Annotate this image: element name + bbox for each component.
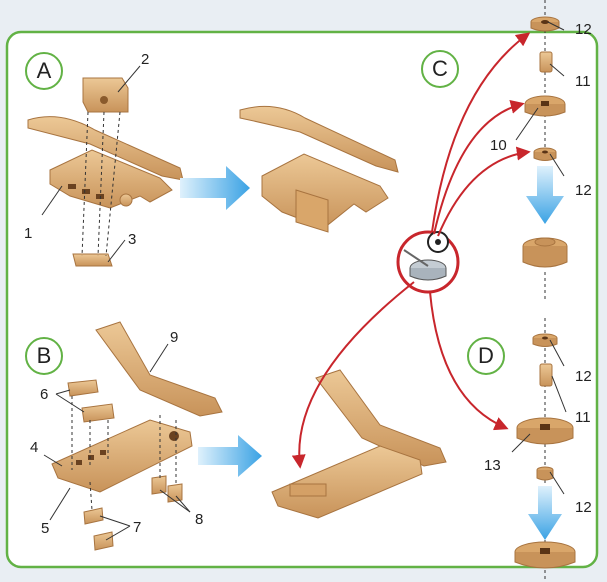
round-tip [119,193,133,207]
part-4-shape [51,419,193,493]
part-2-shape [82,77,129,113]
slot [100,450,106,455]
slot [82,189,90,194]
part-label-11-top: 11 [575,73,591,90]
part-label-6: 6 [40,386,49,403]
step-b-arrow [198,435,262,477]
step-c-arrow [526,166,564,224]
part-label-9: 9 [170,329,179,346]
result-a-base [261,153,389,229]
result-a-arm [239,105,399,173]
part-label-13: 13 [484,457,501,474]
part-arm-a [27,116,184,181]
part-label-11-d: 11 [575,409,591,426]
step-label-c: C [421,50,459,88]
glue-arrow-to-b [291,281,415,469]
part-9-shape [95,321,223,417]
part-7a [83,507,104,525]
part-11-d [539,363,553,387]
glue-arrow-to-10 [433,100,525,235]
step-label-b: B [25,337,63,375]
result-a-upright [295,189,329,233]
slot [68,184,76,189]
glue-arrow-to-12b [437,146,531,237]
gear-icon [427,231,449,253]
part-8b [167,483,183,503]
result-b-rail [289,483,327,497]
part-label-3: 3 [128,231,137,248]
glue-arrow-to-13 [429,291,509,431]
part-7b [93,531,114,551]
slot [76,460,82,465]
part-label-7: 7 [133,519,142,536]
part-label-10: 10 [490,137,507,154]
guide-line [89,481,93,511]
hole [169,431,179,441]
part-8a [151,475,167,495]
part-6b [81,403,115,423]
part-label-5: 5 [41,520,50,537]
part-3-shape [72,253,113,267]
step-d-arrow [528,486,562,540]
result-b-base [271,445,423,519]
result-b-arm [315,369,447,467]
step-label-d: D [467,337,505,375]
slot [88,455,94,460]
part-label-4: 4 [30,439,39,456]
guide-line [81,111,89,257]
step-b-parts [51,321,223,551]
step-a-arrow [180,166,250,210]
part-label-12-d: 12 [575,368,592,385]
step-b-result [271,369,447,519]
part-label-12-top: 12 [575,21,592,38]
glue-arrow-to-12 [431,32,531,233]
step-d-stack [514,318,576,582]
part-label-12-bottom: 12 [575,499,592,516]
part-label-12-mid: 12 [575,182,592,199]
step-label-a: A [25,52,63,90]
guide-line [105,111,121,257]
guide-line [97,111,105,257]
part-1-shape [49,149,173,209]
part-11-c [539,51,553,73]
step-a-parts [27,77,184,267]
step-a-result [239,105,399,233]
part-label-2: 2 [141,51,150,68]
glue-arrows [291,32,531,469]
part-6a [67,379,99,397]
part-label-8: 8 [195,511,204,528]
part-2-hole [100,96,108,104]
part-label-1: 1 [24,225,33,242]
leader-lines [41,21,567,541]
